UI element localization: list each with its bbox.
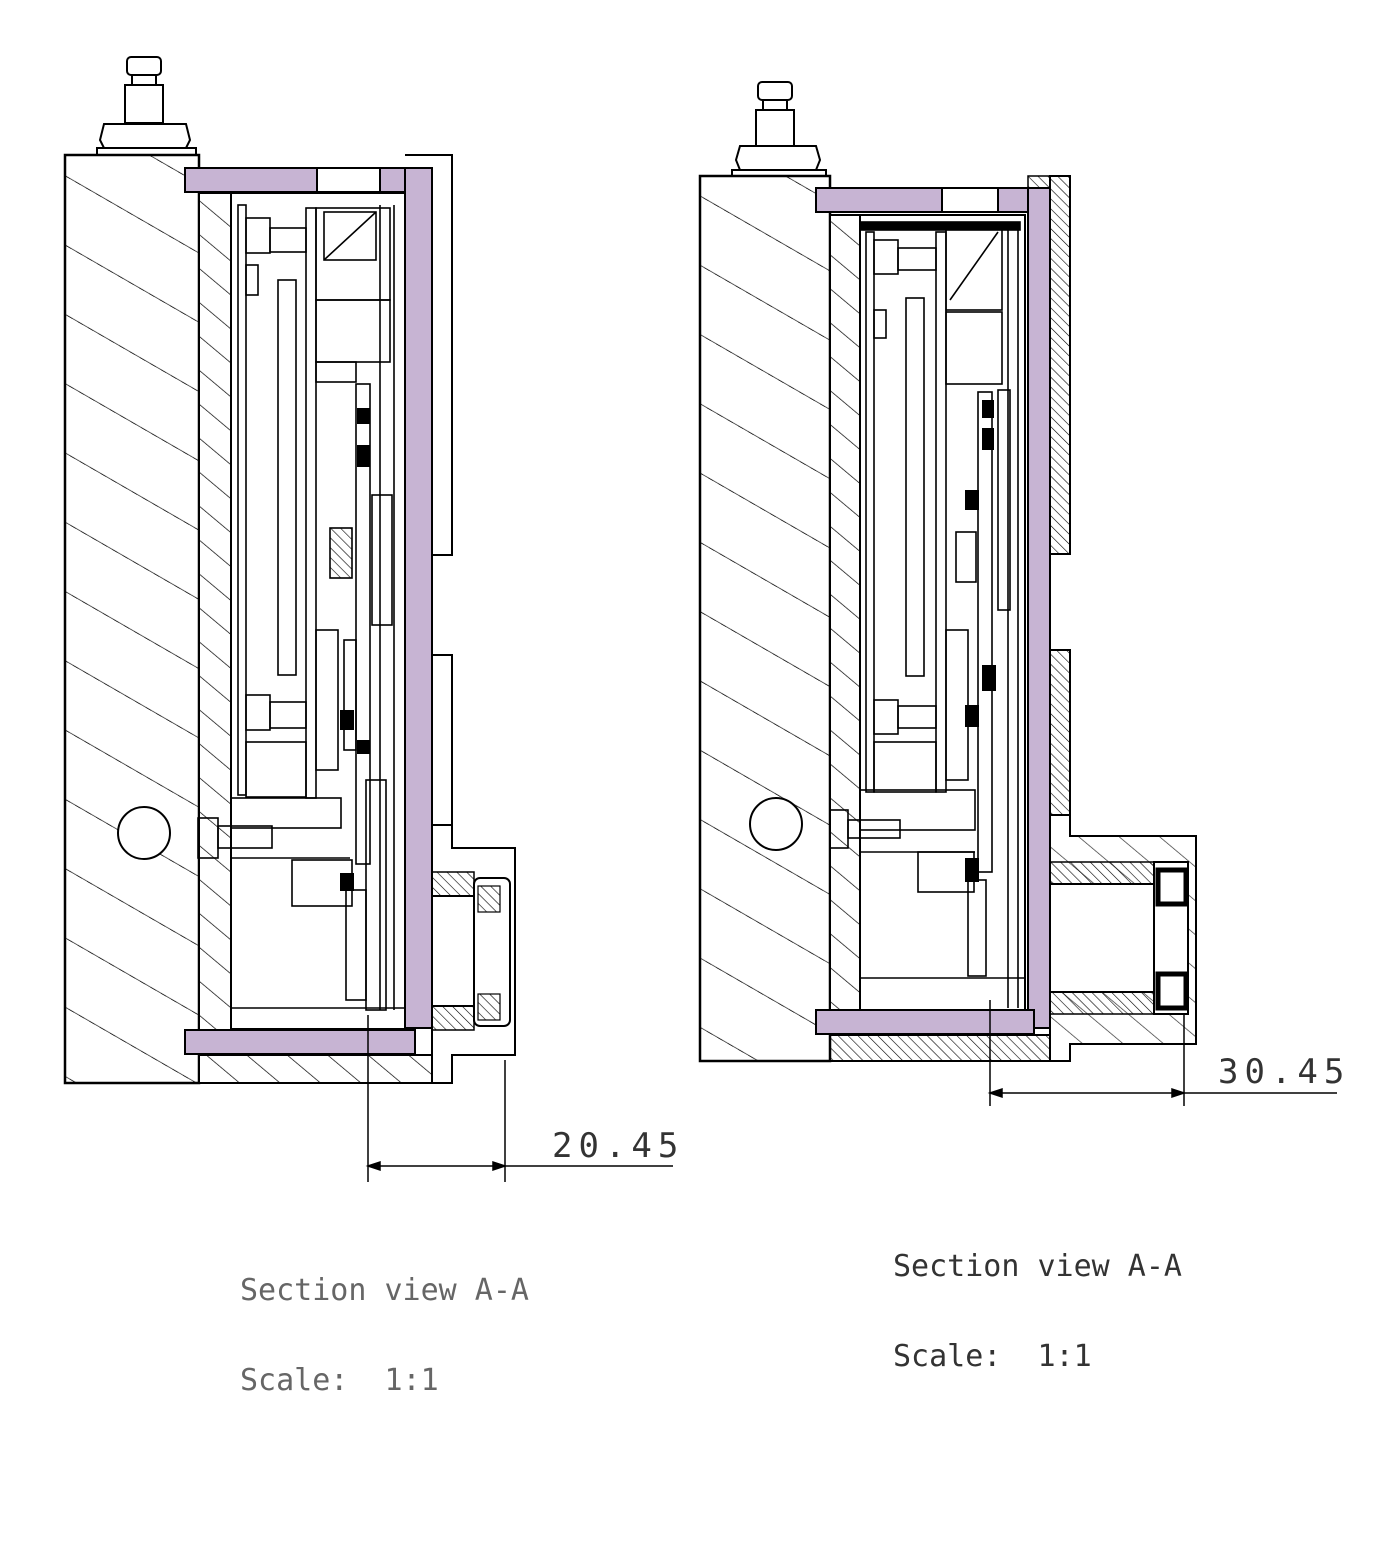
left-connector xyxy=(96,56,197,156)
right-highlight-parts xyxy=(815,187,1051,1035)
right-components xyxy=(965,400,996,882)
right-connector xyxy=(731,81,827,177)
left-dimension xyxy=(365,1015,673,1182)
right-dimension xyxy=(987,1000,1337,1106)
right-main-block xyxy=(698,174,832,1063)
right-caption-scale: Scale: 1:1 xyxy=(893,1339,1092,1374)
left-caption: Section view A-A Scale: 1:1 xyxy=(240,1216,529,1426)
left-caption-title: Section view A-A xyxy=(240,1273,529,1308)
left-fitting xyxy=(405,824,516,1084)
right-internals xyxy=(829,221,1025,1008)
right-caption: Section view A-A Scale: 1:1 xyxy=(893,1192,1182,1402)
left-caption-scale: Scale: 1:1 xyxy=(240,1363,439,1398)
right-fitting xyxy=(1049,814,1197,1062)
left-section-view xyxy=(63,56,673,1182)
left-bore-hole xyxy=(117,806,171,860)
right-section-view xyxy=(698,81,1337,1106)
right-dimension-value: 30.45 xyxy=(1218,1052,1351,1092)
left-internals xyxy=(197,204,405,1011)
right-bore-hole xyxy=(749,797,803,851)
left-dimension-value: 20.45 xyxy=(552,1126,685,1166)
right-caption-title: Section view A-A xyxy=(893,1249,1182,1284)
left-components xyxy=(340,408,370,891)
left-main-block xyxy=(63,153,201,1085)
